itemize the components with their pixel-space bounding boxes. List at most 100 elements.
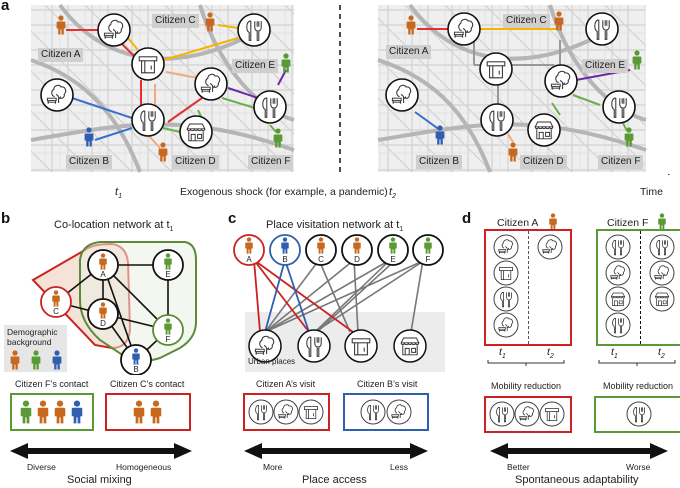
panel-d-letter: d — [462, 210, 472, 227]
place-access-title: Place access — [302, 474, 367, 486]
arrow-left — [244, 443, 262, 459]
store-badge — [649, 286, 675, 312]
timeline-t2-label: t2 — [389, 186, 396, 201]
green-person-icon — [20, 400, 32, 424]
restaurant-badge — [626, 401, 652, 427]
reduction-a-box — [484, 396, 572, 433]
visit-edges-citizen-b — [264, 259, 310, 333]
arrow-right — [410, 443, 428, 459]
atm-badge — [493, 260, 519, 286]
arrow-right — [650, 443, 668, 459]
legend-green-person-icon — [31, 350, 41, 370]
orange-person-icon — [54, 400, 66, 424]
citizen-f-t2-label: t2 — [658, 346, 665, 361]
map1-restaurant-node-1 — [237, 13, 271, 47]
contact-f-label: Citizen F’s contact — [15, 379, 89, 389]
citizen-node-a-label: A — [246, 255, 252, 264]
arrow-left — [490, 443, 508, 459]
timeline-shock-label: Exogenous shock (for example, a pandemic… — [180, 186, 388, 198]
citizen-f-timeline-box — [596, 229, 680, 346]
adaptability-left: Better — [507, 462, 530, 472]
map1-label-citizen-c: Citizen C — [152, 14, 199, 28]
store-badge — [605, 286, 631, 312]
map2-restaurant-node-2 — [480, 103, 514, 137]
contact-f-box — [10, 393, 94, 431]
orange-person-icon — [37, 400, 49, 424]
place-access-left: More — [263, 462, 283, 472]
citizen-node-c-label: C — [318, 255, 324, 264]
mobility-reduction-a-label: Mobility reduction — [491, 381, 562, 391]
adaptability-right: Worse — [626, 462, 651, 472]
map1-label-citizen-b: Citizen B — [66, 155, 113, 169]
place-access-right: Less — [390, 462, 408, 472]
panel-a-maps — [30, 3, 671, 175]
map2-label-citizen-a: Citizen A — [386, 45, 432, 59]
node-f-label: F — [166, 335, 171, 344]
timeline-t1-label: t1 — [115, 186, 122, 201]
restaurant-badge — [360, 399, 386, 425]
citizen-a-heading: Citizen A — [497, 217, 539, 229]
legend-orange-person-icon — [10, 350, 20, 370]
node-d-label: D — [100, 319, 106, 328]
citizen-a-timeline-box — [484, 229, 572, 346]
citizen-node-d — [341, 234, 373, 266]
panel-c-letter: c — [228, 210, 237, 227]
citizen-node-f — [412, 234, 444, 266]
contact-c-box — [105, 393, 191, 431]
bottom-axes — [10, 443, 668, 459]
map1-label-citizen-e: Citizen E — [232, 59, 279, 73]
social-mixing-right: Homogeneous — [116, 462, 172, 472]
period-divider — [640, 231, 641, 344]
map1-store-node — [179, 115, 213, 149]
timeline-arrowhead — [668, 174, 671, 175]
restaurant-badge — [605, 234, 631, 260]
legend-title-line1: Demographic — [7, 327, 58, 337]
citizen-f-heading: Citizen F — [607, 217, 649, 229]
map2-label-citizen-b: Citizen B — [416, 155, 463, 169]
arrow-right — [174, 443, 192, 459]
restaurant-badge — [489, 401, 515, 427]
visit-b-label: Citizen B’s visit — [357, 379, 418, 389]
citizen-node-a — [233, 234, 265, 266]
map1-restaurant-node-2 — [131, 103, 165, 137]
citizen-node-f-label: F — [426, 255, 431, 264]
place-node-atm — [344, 329, 378, 363]
citizen-node-b — [269, 234, 301, 266]
map-t1 — [30, 3, 295, 173]
map1-label-citizen-d: Citizen D — [172, 155, 219, 169]
mobility-reduction-f-label: Mobility reduction — [603, 381, 674, 391]
atm-badge — [298, 399, 324, 425]
node-e-label: E — [165, 270, 170, 279]
urban-places-label: Urban places — [248, 357, 296, 366]
arrow-left — [10, 443, 28, 459]
visit-edges-gray — [264, 259, 426, 333]
citizen-node-c — [305, 234, 337, 266]
blue-person-icon — [71, 400, 83, 424]
restaurant-badge — [493, 286, 519, 312]
place-node-store — [393, 329, 427, 363]
map2-restaurant-node-1 — [585, 12, 619, 46]
orange-person-icon — [133, 400, 145, 424]
map-t2 — [377, 3, 647, 173]
map1-atm-node — [131, 47, 165, 81]
atm-badge — [539, 401, 565, 427]
panel-b-title: Co-location network at t1 — [54, 219, 174, 234]
citizen-a-person-icon — [549, 213, 557, 230]
restaurant-badge — [248, 399, 274, 425]
map2-label-citizen-d: Citizen D — [520, 155, 567, 169]
citizen-a-t2-label: t2 — [547, 346, 554, 361]
map2-store-node — [527, 113, 561, 147]
panel-c-title: Place visitation network at t1 — [266, 219, 404, 234]
node-a-label: A — [100, 270, 106, 279]
panel-a-letter: a — [1, 0, 10, 14]
map2-label-citizen-c: Citizen C — [503, 14, 550, 28]
restaurant-badge — [605, 312, 631, 338]
visit-a-label: Citizen A’s visit — [256, 379, 316, 389]
citizen-node-d-label: D — [354, 255, 360, 264]
timeline-time-label: Time — [640, 186, 663, 198]
map2-atm-node — [479, 52, 513, 86]
legend-blue-person-icon — [52, 350, 62, 370]
restaurant-badge — [649, 234, 675, 260]
social-mixing-title: Social mixing — [67, 474, 132, 486]
demographic-legend: Demographic background — [4, 325, 67, 372]
